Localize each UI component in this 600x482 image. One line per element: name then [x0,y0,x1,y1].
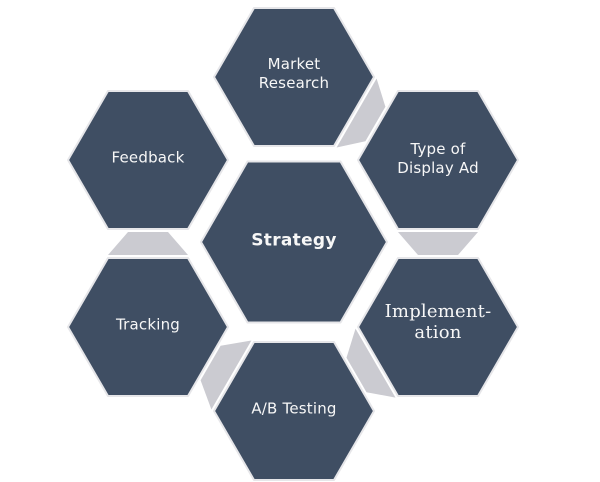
connector-tracking-to-feedback [108,232,188,255]
hexagon-market-research [213,7,375,147]
hexagon-tracking [67,257,229,397]
hexagon-type-of-display-ad [357,90,519,230]
connector-ab-testing-to-tracking [200,340,252,410]
connector-type-of-display-ad-to-implementation [398,232,478,255]
connector-market-research-to-type-of-display-ad [336,78,386,148]
hexagon-feedback [67,90,229,230]
connector-implementation-to-ab-testing [346,328,396,398]
hexagon-ab-testing [213,341,375,481]
hexagon-implementation [357,257,519,397]
hexagon-strategy [200,160,388,324]
